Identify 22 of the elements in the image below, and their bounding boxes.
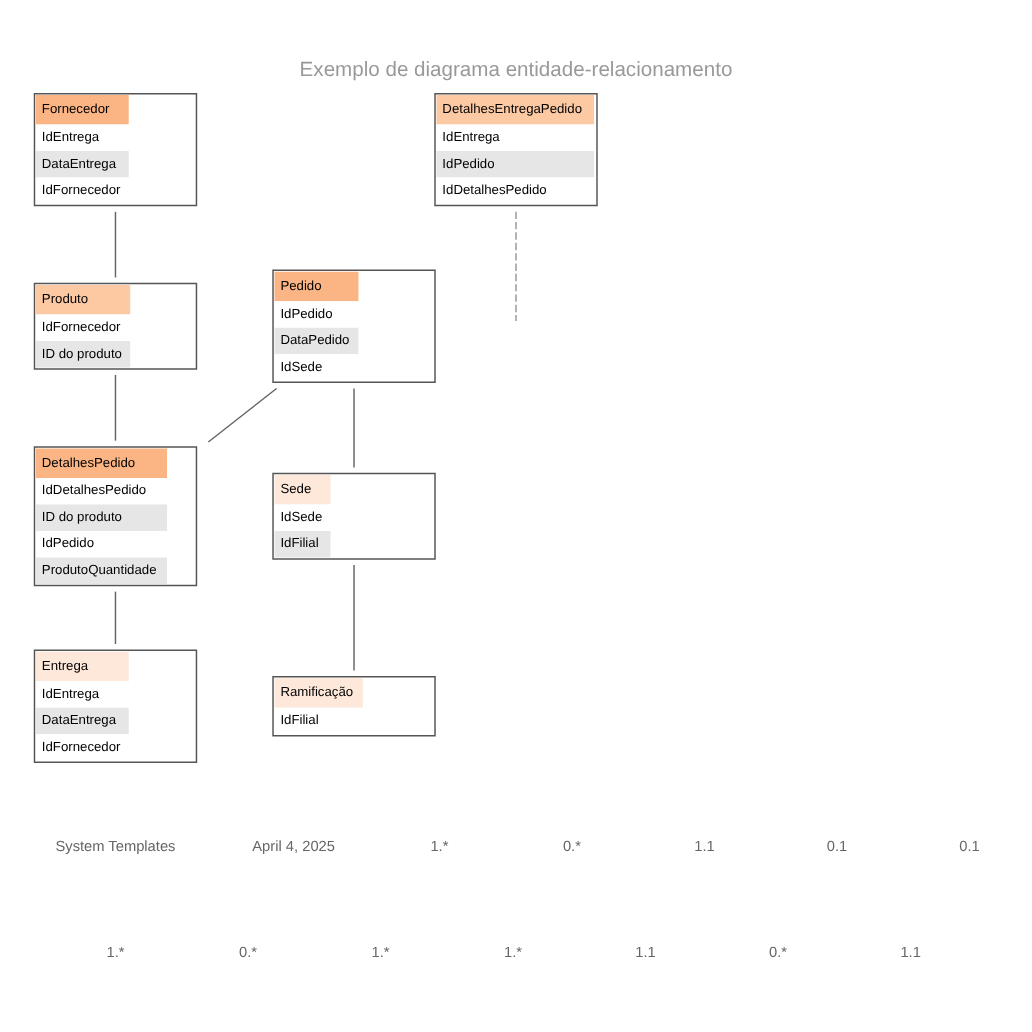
connector	[353, 386, 355, 468]
connector	[114, 373, 117, 441]
label: 0.1	[959, 836, 980, 855]
label: 0.*	[769, 942, 788, 961]
connector	[353, 563, 355, 671]
label: 0.*	[238, 942, 258, 961]
label: April 4, 2025	[252, 836, 335, 855]
label: 1.1	[900, 942, 921, 961]
diagram-title: Exemplo de diagrama entidade-relacionamento	[299, 59, 733, 82]
label: 1.1	[635, 942, 656, 961]
connector	[114, 210, 117, 278]
label: 0.*	[562, 836, 581, 855]
label: 0.1	[826, 836, 848, 855]
label: 1.*	[504, 942, 523, 961]
connector	[114, 589, 117, 644]
label: 1.*	[371, 942, 390, 961]
connector	[207, 386, 278, 442]
label: 1.*	[430, 836, 449, 855]
label: 1.*	[106, 942, 125, 961]
label: System Templates	[55, 836, 176, 855]
connector	[515, 210, 517, 321]
label: 1.1	[694, 836, 715, 855]
